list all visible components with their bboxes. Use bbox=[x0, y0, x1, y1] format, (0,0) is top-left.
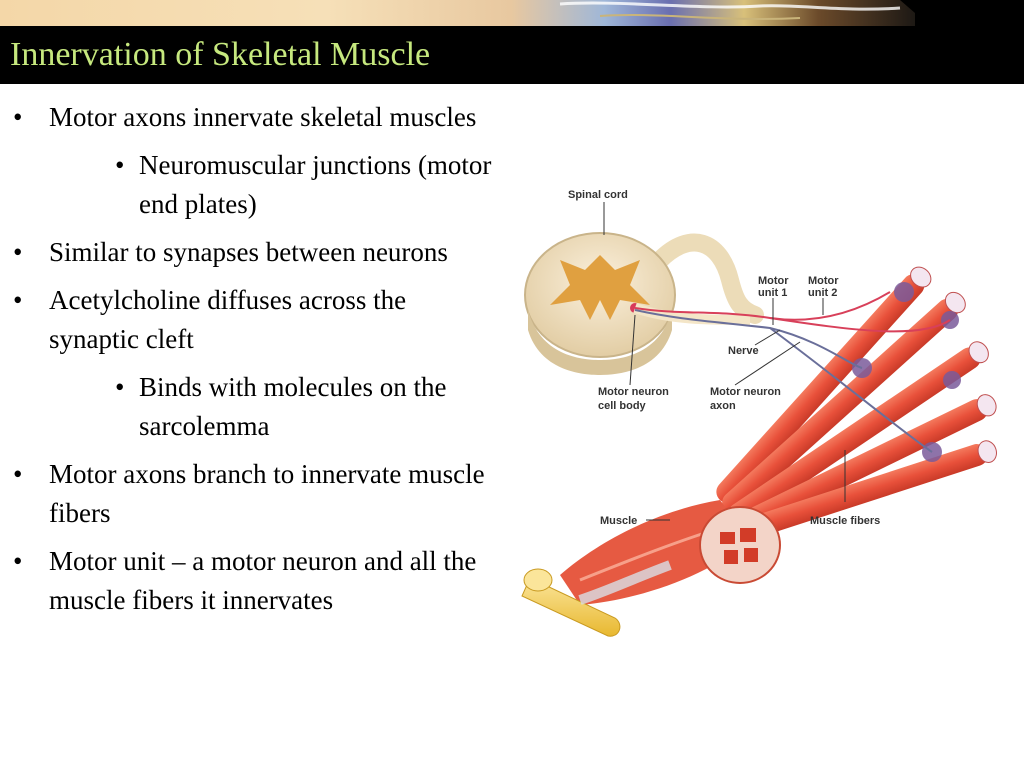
nerve-axons bbox=[633, 291, 951, 453]
bullet-dot: • bbox=[13, 285, 23, 315]
muscle-fibers-group bbox=[716, 266, 997, 540]
muscle-belly bbox=[560, 500, 781, 605]
label-nerve: Nerve bbox=[728, 345, 759, 357]
bullet-list: •Motor axons innervate skeletal muscles … bbox=[0, 98, 500, 629]
bullet-dot: • bbox=[115, 372, 125, 402]
bullet-text: Acetylcholine diffuses across the synapt… bbox=[49, 285, 407, 354]
title-bar: Innervation of Skeletal Muscle bbox=[0, 26, 1024, 84]
bullet-text: Similar to synapses between neurons bbox=[49, 237, 448, 267]
bullet-dot: • bbox=[13, 237, 23, 267]
bullet-item: • Motor unit – a motor neuron and all the… bbox=[0, 542, 499, 620]
tendon bbox=[521, 560, 672, 637]
spinal-cord bbox=[524, 232, 764, 375]
label-motor-unit-2-line1: Motor bbox=[808, 275, 839, 287]
label-cell-body-line2: cell body bbox=[598, 400, 647, 412]
label-spinal-cord: Spinal cord bbox=[568, 189, 628, 201]
bullet-item: • Similar to synapses between neurons bbox=[0, 233, 499, 272]
bullet-dot: • bbox=[115, 150, 125, 180]
label-motor-unit-1-line1: Motor bbox=[758, 275, 789, 287]
bullet-text: Binds with molecules on the sarcolemma bbox=[139, 372, 447, 441]
bullet-text: Motor unit – a motor neuron and all the … bbox=[49, 546, 477, 615]
label-motor-unit-1-line2: unit 1 bbox=[758, 287, 787, 299]
label-muscle-fibers: Muscle fibers bbox=[810, 515, 880, 527]
bullet-dot: • bbox=[13, 459, 23, 489]
bullet-text: Neuromuscular junctions (motor end plate… bbox=[139, 150, 492, 219]
label-muscle: Muscle bbox=[600, 515, 637, 527]
bullet-dot: • bbox=[13, 546, 23, 576]
muscle-innervation-diagram: Spinal cord Motor unit 1 Motor unit 2 Ne… bbox=[521, 189, 997, 637]
muscle-innervation-illustration: Spinal cord Motor unit 1 Motor unit 2 Ne… bbox=[520, 180, 1000, 660]
label-axon-line1: Motor neuron bbox=[710, 386, 781, 398]
slide-title: Innervation of Skeletal Muscle bbox=[10, 36, 431, 73]
bullet-item: • Motor axons branch to innervate muscle … bbox=[0, 455, 499, 533]
bullet-text: Motor axons branch to innervate muscle f… bbox=[49, 459, 485, 528]
bullet-item: • Acetylcholine diffuses across the synap… bbox=[0, 281, 499, 359]
bullet-item: • Motor axons innervate skeletal muscles bbox=[0, 98, 499, 137]
header-decoration-strip bbox=[0, 0, 1024, 26]
label-axon-line2: axon bbox=[710, 400, 736, 412]
header-decoration-art bbox=[0, 0, 1024, 26]
bullet-text: Motor axons innervate skeletal muscles bbox=[49, 102, 477, 132]
bullet-dot: • bbox=[13, 102, 23, 132]
label-cell-body-line1: Motor neuron bbox=[598, 386, 669, 398]
sub-bullet-item: • Binds with molecules on the sarcolemma bbox=[0, 368, 499, 446]
leader-lines bbox=[603, 202, 846, 521]
label-motor-unit-2-line2: unit 2 bbox=[808, 287, 837, 299]
sub-bullet-item: • Neuromuscular junctions (motor end plat… bbox=[0, 146, 499, 224]
